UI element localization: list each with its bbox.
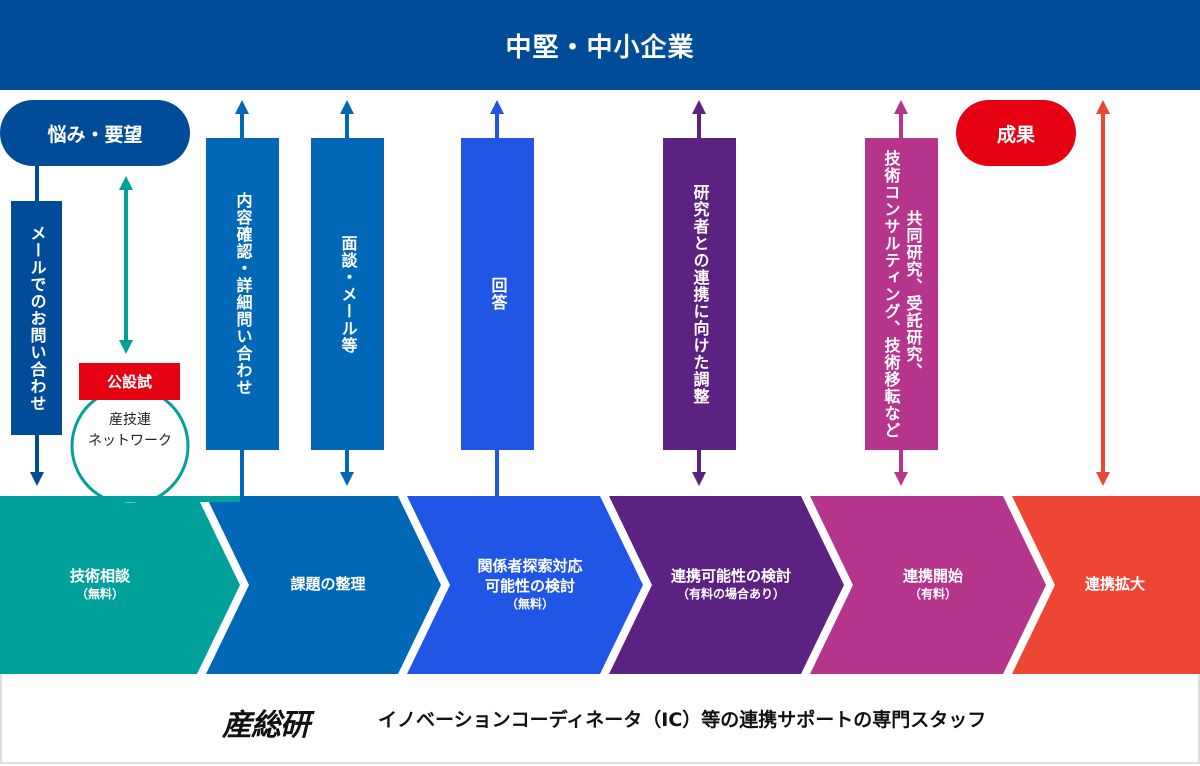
result-pill: 成果 xyxy=(956,100,1076,166)
interview-label: 面談・メール等 xyxy=(338,234,358,354)
answer-label: 回答 xyxy=(488,277,508,311)
kosetsu-label: 公設試 xyxy=(106,373,152,391)
researcher-coordination-label: 研究者との連携に向けた調整 xyxy=(690,183,710,405)
content-confirm-box: 内容確認・詳細問い合わせ xyxy=(206,138,279,450)
step-4-title: 連携可能性の検討 xyxy=(670,566,791,585)
chevron-step-6 xyxy=(1012,496,1200,674)
header-banner: 中堅・中小企業 xyxy=(0,0,1200,90)
step-4: 連携可能性の検討 （有料の場合あり） xyxy=(631,496,831,674)
step-3-sub: （無料） xyxy=(505,597,554,612)
chevron-step-2 xyxy=(206,496,441,674)
step-5-sub: （有料） xyxy=(908,587,957,602)
step-3-title2: 可能性の検討 xyxy=(484,576,575,595)
email-inquiry-box: メールでのお問い合わせ xyxy=(11,201,62,435)
result-label: 成果 xyxy=(996,123,1035,146)
step-3: 関係者探索対応 可能性の検討 （無料） xyxy=(430,496,630,674)
joint-research-line2: 技術コンサルティング、技術移転など xyxy=(881,150,901,439)
researcher-coordination-box: 研究者との連携に向けた調整 xyxy=(663,138,736,450)
footer-caption: イノベーションコーディネータ（IC）等の連携サポートの専門スタッフ xyxy=(378,709,987,731)
step-1-sub: （無料） xyxy=(75,587,124,602)
footer-panel xyxy=(0,674,1200,764)
network-line2: ネットワーク xyxy=(88,433,172,449)
aist-logo-text: 産総研 xyxy=(222,708,310,743)
step-5: 連携開始 （有料） xyxy=(833,496,1033,674)
interview-box: 面談・メール等 xyxy=(311,138,384,450)
step-6: 連携拡大 xyxy=(1040,496,1190,674)
step-1: 技術相談 （無料） xyxy=(0,496,200,674)
chevron-step-3 xyxy=(407,496,643,674)
step-4-sub: （有料の場合あり） xyxy=(676,587,785,602)
network-line1: 産技連 xyxy=(109,412,151,428)
arrow-network xyxy=(119,176,133,354)
answer-box: 回答 xyxy=(461,138,534,450)
step-1-title: 技術相談 xyxy=(69,566,130,585)
network-label: 産技連 ネットワーク xyxy=(78,410,182,452)
content-confirm-label: 内容確認・詳細問い合わせ xyxy=(233,192,253,396)
joint-research-line1: 共同研究、受託研究、 xyxy=(903,210,923,380)
step-3-title: 関係者探索対応 xyxy=(477,557,583,576)
chevron-step-4 xyxy=(609,496,844,674)
header-title: 中堅・中小企業 xyxy=(505,32,695,63)
joint-research-box: 共同研究、受託研究、 技術コンサルティング、技術移転など xyxy=(865,138,938,450)
step-2: 課題の整理 xyxy=(228,496,428,674)
step-2-title: 課題の整理 xyxy=(290,575,366,594)
chevron-row xyxy=(0,496,1200,674)
joint-research-text: 共同研究、受託研究、 技術コンサルティング、技術移転など xyxy=(881,138,923,450)
step-5-title: 連携開始 xyxy=(902,566,963,585)
arrow-result xyxy=(1096,100,1110,486)
concern-pill: 悩み・要望 xyxy=(0,100,190,166)
step-6-title: 連携拡大 xyxy=(1084,575,1145,594)
email-inquiry-label: メールでのお問い合わせ xyxy=(27,224,47,412)
chevron-step-5 xyxy=(810,496,1046,674)
chevron-step-1 xyxy=(0,496,240,674)
concern-label: 悩み・要望 xyxy=(47,123,143,146)
kosetsu-badge: 公設試 xyxy=(79,363,180,400)
